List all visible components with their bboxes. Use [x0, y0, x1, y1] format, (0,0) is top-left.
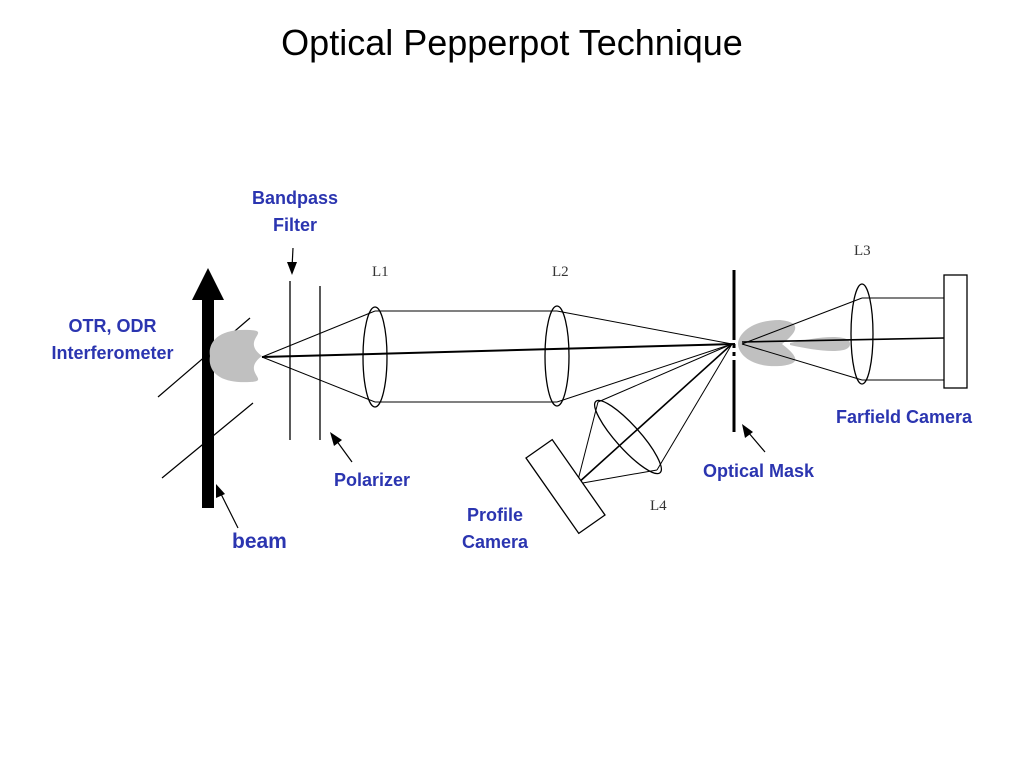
- otr-odr-label-line1: OTR, ODR: [68, 316, 157, 336]
- ray-l4-camera-bottom: [576, 469, 658, 485]
- profile-camera-body: [525, 438, 606, 535]
- ray-l4-camera-top: [576, 401, 599, 485]
- farfield-camera-body: [943, 274, 968, 389]
- ray-l2-mask-top: [556, 310, 733, 345]
- lens-label-l4: L4: [650, 498, 667, 514]
- beam-arrow: [192, 268, 224, 508]
- lens-l2-shape: [544, 305, 570, 407]
- profile-camera-label: Profile Camera: [440, 502, 550, 556]
- lens-l1-shape: [362, 306, 388, 408]
- ray-mask-l4-bottom: [656, 343, 733, 471]
- lens-label-l3: L3: [854, 243, 871, 259]
- source-light-spot: [209, 329, 262, 383]
- farfield-camera-label: Farfield Camera: [836, 407, 973, 427]
- ray-mask-camera-center: [576, 343, 733, 485]
- polarizer-pointer-arrow: [330, 432, 353, 463]
- bandpass-filter-label-line2: Filter: [272, 215, 317, 235]
- target-foil-lower: [161, 402, 254, 479]
- ray-source-l1-top: [261, 310, 376, 358]
- lens-label-l1: L1: [372, 264, 389, 280]
- ray-source-l1-bottom: [261, 356, 376, 403]
- bandpass-pointer-arrow: [287, 247, 297, 275]
- bandpass-filter-label: Bandpass Filter: [230, 185, 360, 239]
- optical-axis: [261, 343, 736, 358]
- beam-pointer-arrow: [216, 484, 239, 529]
- polarizer-label: Polarizer: [334, 470, 411, 490]
- lens-l3-shape: [850, 283, 874, 385]
- profile-camera-label-line2: Camera: [461, 532, 529, 552]
- ray-l2-mask-bottom: [556, 343, 733, 403]
- farfield-light-spot-right: [790, 336, 850, 352]
- profile-camera-label-line1: Profile: [466, 505, 523, 525]
- bandpass-filter-label-line1: Bandpass: [251, 188, 339, 208]
- farfield-light-spot: [738, 320, 796, 367]
- otr-odr-label: OTR, ODR Interferometer: [30, 313, 195, 367]
- lens-label-l2: L2: [552, 264, 569, 280]
- ray-mask-l3-axis: [741, 337, 945, 343]
- ray-mask-l3-top: [741, 297, 863, 345]
- optical-mask-pointer-arrow: [742, 424, 766, 453]
- ray-mask-l3-bottom: [741, 343, 863, 381]
- otr-odr-label-line2: Interferometer: [51, 343, 174, 363]
- beam-label: beam: [232, 530, 287, 553]
- optical-mask-label: Optical Mask: [703, 461, 815, 481]
- slide-title: Optical Pepperpot Technique: [281, 22, 743, 63]
- lens-l4-shape: [594, 399, 662, 475]
- ray-mask-l4-top: [597, 343, 733, 403]
